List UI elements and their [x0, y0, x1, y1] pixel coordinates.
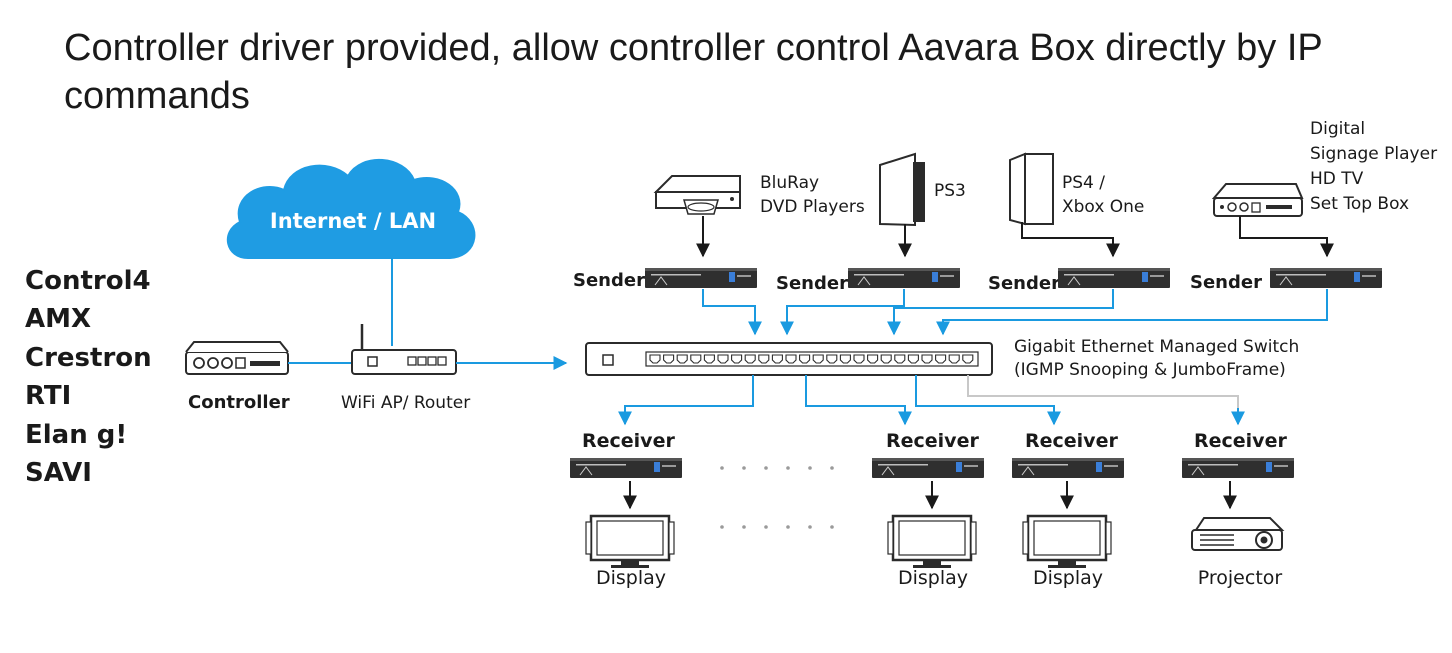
switch-port-icon: [771, 354, 783, 364]
controller-device-icon: [185, 341, 289, 375]
source-label: Signage Player: [1310, 144, 1437, 164]
switch-port-icon: [839, 354, 851, 364]
brand-item: Crestron: [25, 342, 152, 373]
internet-cloud-icon: Internet / LAN: [226, 159, 476, 259]
switch-port-icon: [758, 354, 770, 364]
switch-port-icon: [649, 354, 661, 364]
controller-label: Controller: [188, 392, 290, 413]
receiver-box-icon: [871, 457, 985, 479]
switch-sublabel: (IGMP Snooping & JumboFrame): [1014, 360, 1286, 380]
more-receivers-dots: [720, 466, 834, 529]
bluray-player-icon: [653, 175, 741, 215]
sender-label: Sender: [1190, 272, 1262, 293]
display-icon: [886, 514, 978, 570]
projector-icon: [1191, 517, 1285, 551]
source-label: DVD Players: [760, 197, 865, 217]
output-label: Projector: [1198, 567, 1283, 589]
set-top-box-icon: [1211, 183, 1304, 217]
sender-label: Sender: [573, 270, 645, 291]
brand-item: Control4: [25, 266, 151, 296]
switch-port-icon: [717, 354, 729, 364]
sender-label: Sender: [776, 273, 848, 294]
source-label: Xbox One: [1062, 197, 1144, 217]
switch-port-icon: [853, 354, 865, 364]
switch-port-icon: [880, 354, 892, 364]
brand-item: AMX: [25, 304, 92, 335]
switch-port-icon: [785, 354, 797, 364]
receiver-box-icon: [1011, 457, 1125, 479]
source-label: PS4 /: [1062, 173, 1105, 193]
receiver-box-icon: [569, 457, 683, 479]
switch-port-icon: [703, 354, 715, 364]
receiver-label: Receiver: [1194, 430, 1287, 452]
cloud-label: Internet / LAN: [270, 209, 436, 233]
output-label: Display: [898, 567, 968, 589]
switch-port-icon: [676, 354, 688, 364]
source-label: Set Top Box: [1310, 194, 1409, 214]
source-label: HD TV: [1310, 169, 1364, 189]
receiver-box-icon: [1181, 457, 1295, 479]
receiver-label: Receiver: [886, 430, 979, 452]
source-label: Digital: [1310, 119, 1365, 139]
display-icon: [1021, 514, 1113, 570]
ps3-console-icon: [879, 152, 925, 227]
switch-port-icon: [935, 354, 947, 364]
display-icon: [584, 514, 676, 570]
switch-port-icon: [731, 354, 743, 364]
switch-port-icon: [948, 354, 960, 364]
switch-port-icon: [867, 354, 879, 364]
switch-port-icon: [894, 354, 906, 364]
switch-port-icon: [907, 354, 919, 364]
sender-label: Sender: [988, 273, 1060, 294]
switch-port-icon: [663, 354, 675, 364]
brand-item: Elan g!: [25, 419, 128, 450]
ethernet-switch-icon: [585, 342, 993, 376]
switch-port-icon: [690, 354, 702, 364]
output-label: Display: [596, 567, 666, 589]
sender-box-icon: [644, 267, 758, 289]
ps4-console-icon: [1009, 152, 1054, 226]
page-title: Controller driver provided, allow contro…: [64, 27, 1323, 117]
receiver-label: Receiver: [582, 430, 675, 452]
controller-brands-list: Control4 AMX Crestron RTI Elan g! SAVI: [25, 262, 152, 492]
switch-port-icon: [799, 354, 811, 364]
wifi-router-icon: [351, 324, 457, 375]
sender-box-icon: [1057, 267, 1171, 289]
brand-item: RTI: [25, 381, 72, 412]
source-label: PS3: [934, 181, 966, 201]
router-label: WiFi AP/ Router: [341, 393, 470, 413]
sender-box-icon: [847, 267, 961, 289]
sender-box-icon: [1269, 267, 1383, 289]
switch-port-icon: [921, 354, 933, 364]
switch-port-icon: [744, 354, 756, 364]
brand-item: SAVI: [25, 458, 92, 489]
switch-port-icon: [812, 354, 824, 364]
source-label: BluRay: [760, 173, 819, 193]
output-label: Display: [1033, 567, 1103, 589]
switch-label: Gigabit Ethernet Managed Switch: [1014, 337, 1299, 357]
switch-port-icon: [826, 354, 838, 364]
receiver-label: Receiver: [1025, 430, 1118, 452]
switch-port-icon: [962, 354, 974, 364]
